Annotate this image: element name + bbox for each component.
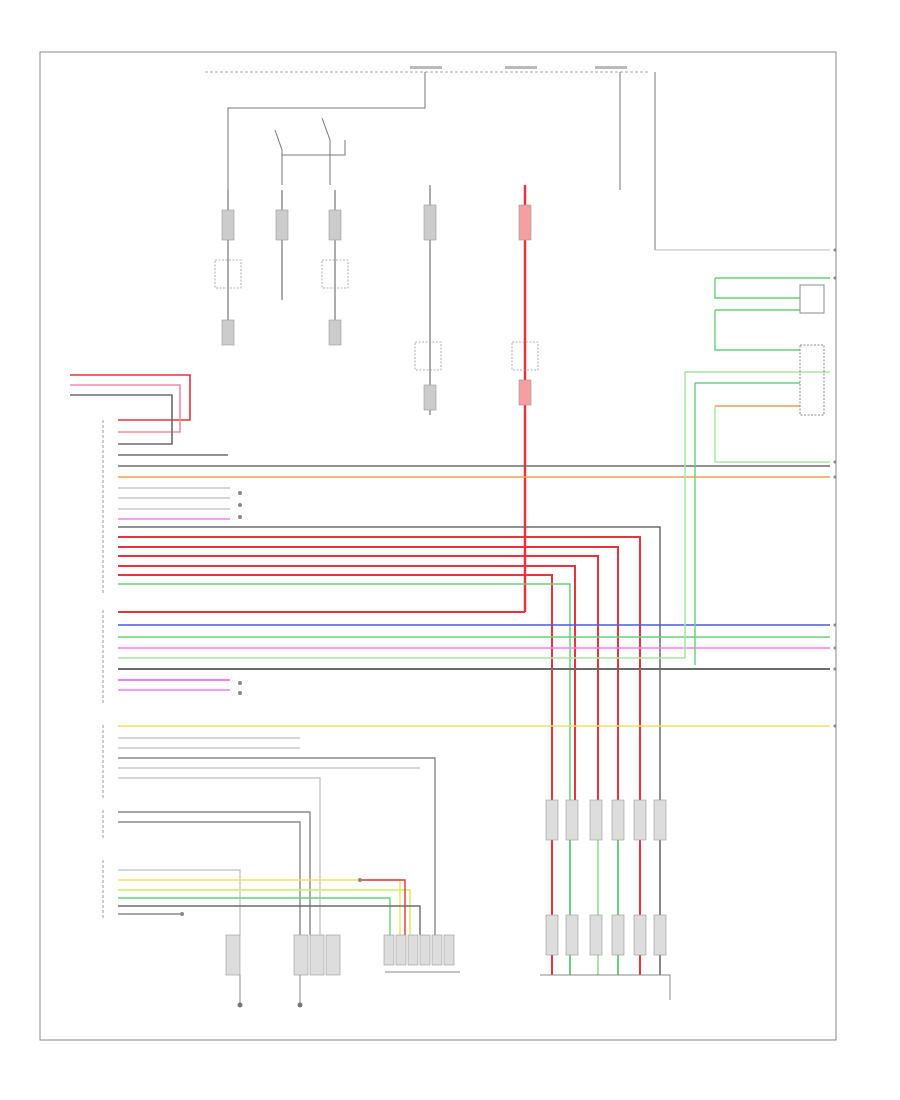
bottom-left-sensor-leads [239,975,301,1005]
harness-section-4 [118,811,311,935]
right-component-wires [694,277,830,665]
bottom-right-inline-connectors [545,799,667,956]
harness-section-2 [118,371,830,691]
inline-connectors-top [221,204,532,411]
harness-section-5 [118,869,421,935]
ecm-small-markers [180,491,362,916]
harness-section-3 [118,725,830,935]
harness-section-1 [118,454,830,830]
bottom-left-connectors [225,934,341,976]
diagram-frame [39,51,837,1041]
ground-symbols [237,1002,303,1008]
upper-sensor-wires [70,374,191,445]
throttle-connector [383,934,455,966]
wire-terminal-arrows [833,248,837,728]
right-components [799,284,825,416]
splice-connectors [214,259,539,371]
fuse-boxes-top [410,66,627,69]
bottom-right-sensor [540,974,671,1000]
